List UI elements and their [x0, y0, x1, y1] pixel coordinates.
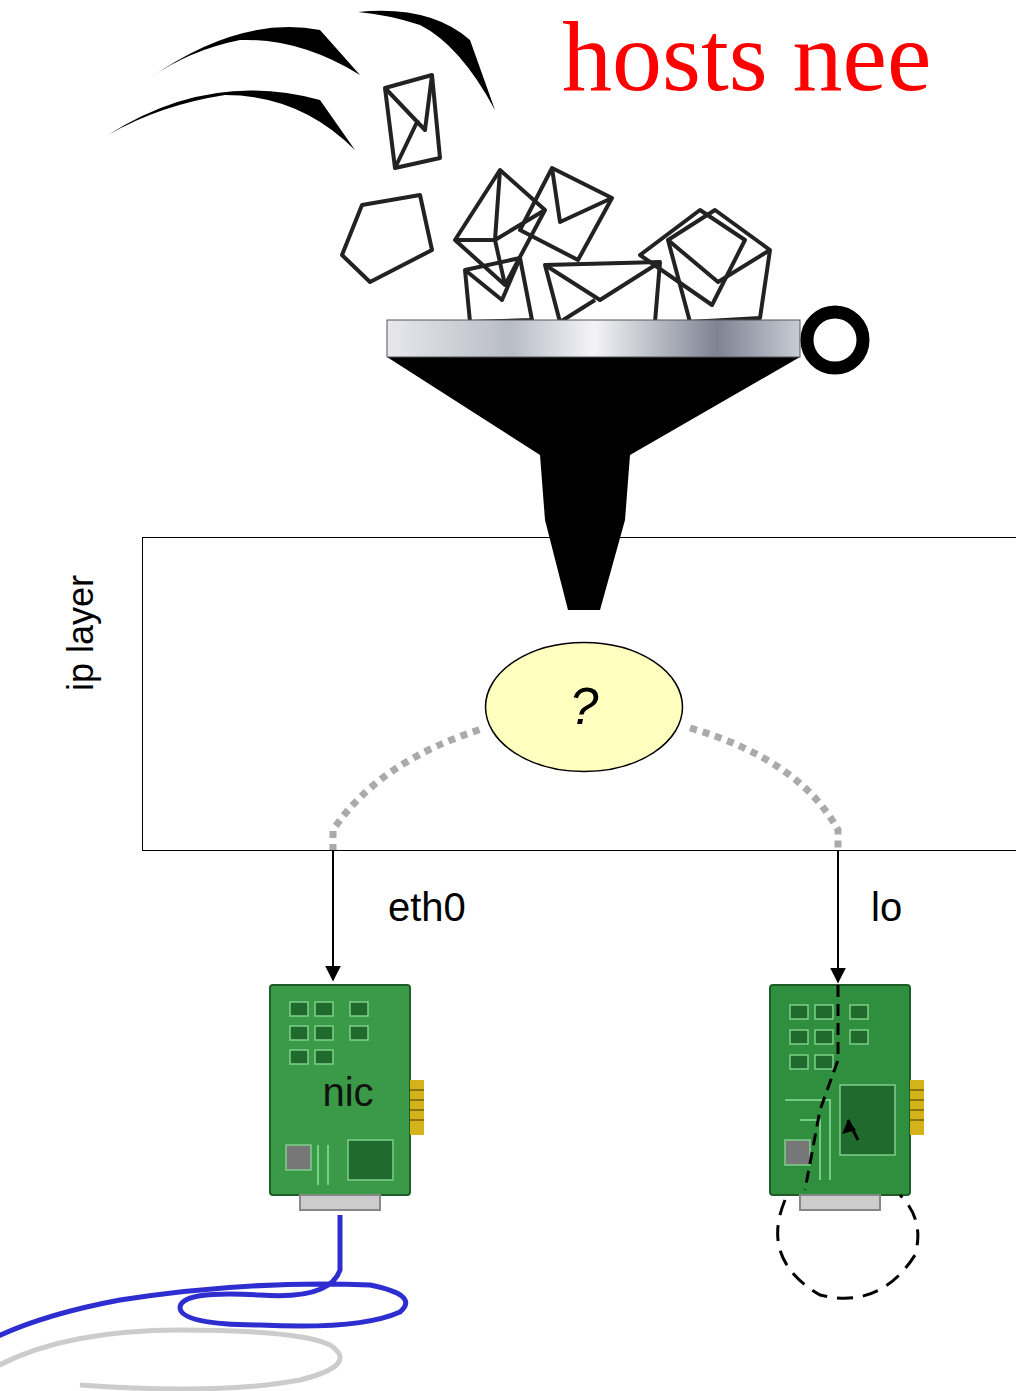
- nic-card: nic: [268, 980, 428, 1220]
- arrow-connector: [332, 851, 334, 980]
- layer-box: ip layer?: [142, 537, 1016, 851]
- node-label: nic: [322, 1070, 373, 1114]
- decision-circle: ?: [484, 641, 684, 773]
- interface-label: lo: [868, 885, 905, 930]
- node-label: ip layer: [60, 575, 102, 691]
- diagram-title: hosts nee: [562, 2, 931, 112]
- interface-label: eth0: [385, 885, 469, 930]
- node-label: ?: [570, 678, 599, 735]
